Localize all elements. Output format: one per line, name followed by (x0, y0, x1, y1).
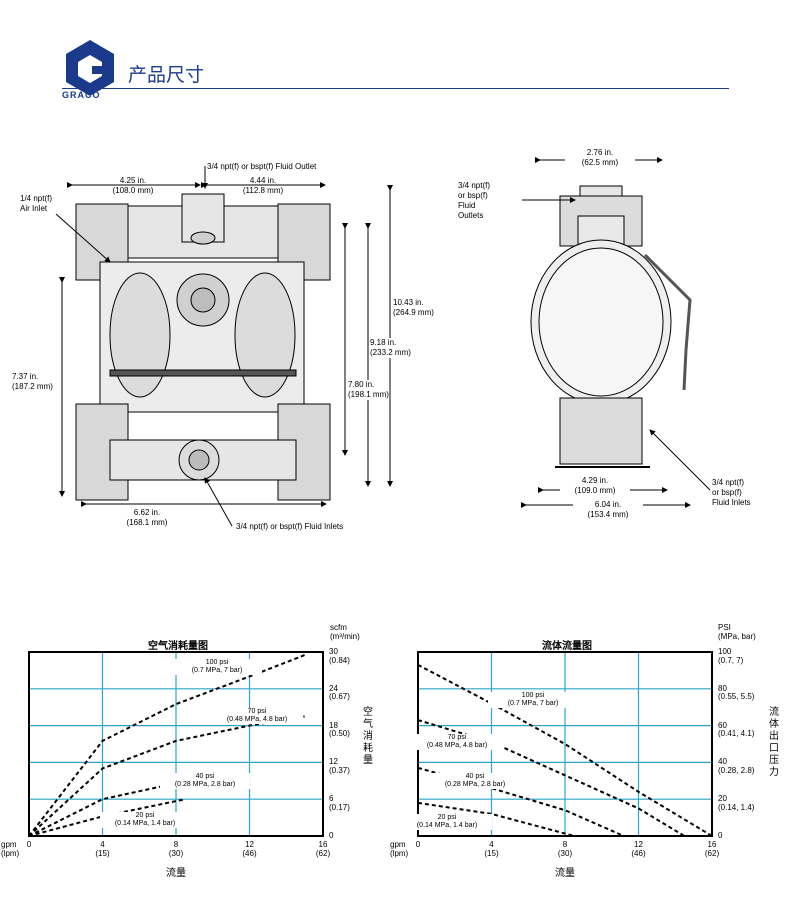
air-x-unit: gpm(lpm) (1, 840, 20, 858)
flow-y-unit: PSI(MPa, bar) (718, 623, 756, 641)
air-frame (28, 651, 324, 837)
flow-x-tick-label: 0 (415, 840, 421, 849)
front-base-width: 6.62 in.(168.1 mm) (126, 508, 168, 527)
air-y-tick-label: 12(0.37) (329, 757, 350, 775)
side-view-drawing (521, 157, 711, 508)
flow-y-tick-label: 40(0.28, 2.8) (718, 757, 755, 775)
flow-curve-label-3: 20 psi(0.14 MPa, 1.4 bar) (402, 814, 492, 830)
air-curve-label-1: 70 psi(0.48 MPa, 4.8 bar) (212, 708, 302, 724)
front-height-780: 7.80 in.(198.1 mm) (348, 380, 389, 400)
flow-x-axis-name: 流量 (555, 868, 575, 879)
front-width-right: 4.44 in.(112.8 mm) (242, 176, 284, 195)
flow-x-tick-label: 12(46) (631, 840, 646, 858)
air-curve-label-2: 40 psi(0.28 MPa, 2.8 bar) (160, 773, 250, 789)
flow-x-tick-label: 16(62) (704, 840, 720, 858)
side-inlets-label: 3/4 npt(f)or bsp(f)Fluid Inlets (712, 478, 751, 507)
air-chart-title: 空气消耗量图 (148, 641, 208, 652)
front-height-total: 10.43 in.(264.9 mm) (393, 298, 434, 318)
air-y-tick-label: 0 (329, 831, 334, 840)
front-outlet-label: 3/4 npt(f) or bspt(f) Fluid Outlet (207, 162, 317, 171)
flow-curve-label-0: 100 psi(0.7 MPa, 7 bar) (488, 692, 578, 708)
front-height-918: 9.18 in.(233.2 mm) (370, 338, 411, 358)
graco-logo-mark (66, 40, 114, 96)
side-base-604: 6.04 in.(153.4 mm) (573, 500, 643, 520)
air-x-tick-label: 0 (26, 840, 32, 849)
side-base-429: 4.29 in.(109.0 mm) (560, 476, 630, 496)
dimension-drawings (55, 157, 711, 527)
flow-y-tick-label: 100(0.7, 7) (718, 647, 744, 665)
flow-series-line-3 (417, 801, 575, 837)
front-width-left: 4.25 in.(108.0 mm) (112, 176, 154, 195)
flow-x-tick-label: 8(30) (557, 840, 573, 858)
graco-logo: GRACO (62, 38, 118, 100)
flow-y-tick-label: 0 (718, 831, 723, 840)
air-curve-label-0: 100 psi(0.7 MPa, 7 bar) (172, 659, 262, 675)
front-inlets-label: 3/4 npt(f) or bspt(f) Fluid Inlets (236, 522, 344, 531)
air-x-tick-label: 8(30) (168, 840, 184, 858)
flow-y-axis-name: 流体出口压力 (769, 707, 779, 778)
front-height-737: 7.37 in.(187.2 mm) (12, 372, 53, 392)
flow-curve-label-2: 40 psi(0.28 MPa, 2.8 bar) (430, 773, 520, 789)
flow-series-line-0 (417, 664, 713, 837)
page-title: 产品尺寸 (128, 64, 205, 86)
flow-curve-label-1: 70 psi(0.48 MPa, 4.8 bar) (412, 734, 502, 750)
air-curve-label-3: 20 psi(0.14 MPa, 1.4 bar) (100, 812, 190, 828)
air-y-tick-label: 30(0.84) (329, 647, 350, 665)
air-x-tick-label: 4(15) (95, 840, 110, 858)
air-y-tick-label: 18(0.50) (329, 720, 350, 739)
flow-chart-title: 流体流量图 (542, 641, 592, 652)
flow-y-tick-label: 80(0.55, 5.5) (718, 683, 755, 702)
air-series-line-1 (28, 715, 305, 837)
header-rule (62, 88, 729, 89)
air-y-tick-label: 24(0.67) (329, 683, 350, 702)
air-x-tick-label: 12(46) (242, 840, 257, 858)
side-top-width: 2.76 in.(62.5 mm) (565, 148, 635, 168)
air-y-unit: scfm(m³/min) (330, 623, 360, 641)
air-y-tick-label: 6(0.17) (329, 794, 350, 812)
flow-y-tick-label: 60(0.41, 4.1) (718, 720, 755, 739)
flow-x-tick-label: 4(15) (484, 840, 499, 858)
flow-x-unit: gpm(lpm) (390, 840, 409, 858)
air-series-line-2 (28, 774, 223, 837)
logo-wordmark: GRACO (62, 90, 101, 100)
air-series-line-0 (28, 654, 305, 837)
air-x-tick-label: 16(62) (315, 840, 331, 858)
flow-y-tick-label: 20(0.14, 1.4) (718, 794, 755, 812)
front-air-inlet: 1/4 npt(f)Air Inlet (20, 194, 53, 213)
front-view-drawing (55, 166, 393, 527)
air-y-axis-name: 空气消耗量 (363, 707, 373, 766)
air-x-axis-name: 流量 (166, 868, 186, 879)
